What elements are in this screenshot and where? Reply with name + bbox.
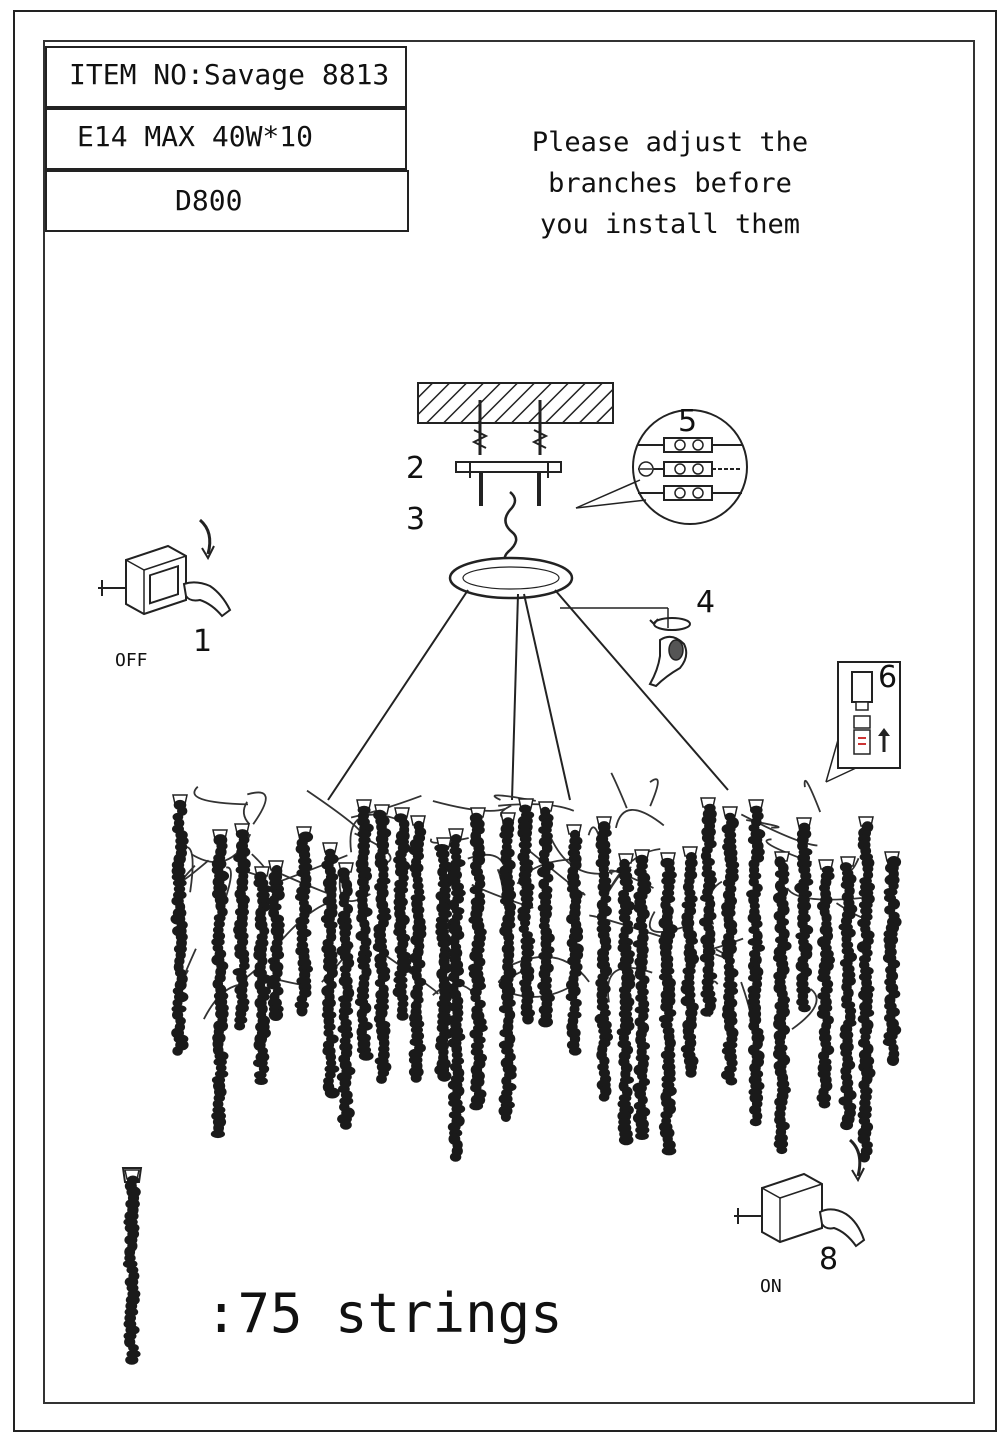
crystal-string: [816, 859, 835, 1109]
crystal-string: [565, 824, 584, 1056]
frame-branch: [193, 786, 249, 806]
bulb-spec-box: E14 MAX 40W*10: [45, 108, 407, 170]
crystal-string: [408, 815, 427, 1083]
crystal-string: [699, 797, 718, 1017]
inner-frame: [43, 40, 975, 1404]
step-5-label: 5: [678, 404, 698, 439]
switch-box-on-icon: [734, 1138, 866, 1248]
frame-branch: [649, 778, 659, 807]
off-label: OFF: [115, 650, 148, 671]
frame-branch: [306, 789, 363, 836]
step-8-label: 8: [819, 1242, 839, 1277]
crystal-string: [616, 853, 636, 1146]
crystal-string: [434, 837, 454, 1082]
hand-screw-icon: [648, 617, 691, 688]
frame-branch: [432, 800, 506, 812]
crystal-string: [632, 849, 652, 1140]
crystal-string: [266, 860, 285, 1021]
bulb-install-icon: [825, 661, 901, 783]
crystal-string: [680, 846, 699, 1078]
ceiling-mount-icon: [417, 382, 614, 568]
crystal-string: [232, 823, 251, 1031]
frame-branch: [648, 911, 693, 933]
crystal-string: [838, 856, 858, 1131]
note-line-3: you install them: [539, 209, 801, 240]
crystal-string: [773, 851, 792, 1155]
crystal-string: [498, 812, 517, 1122]
crystal-string-icon: [121, 1167, 143, 1365]
terminal-block-icon: [575, 409, 748, 525]
step-4-label: 4: [696, 585, 716, 620]
size-box: D800: [45, 170, 409, 232]
crystal-string: [372, 804, 392, 1084]
crystal-string: [446, 828, 466, 1162]
switch-box-off-icon: [98, 518, 232, 618]
crystal-string: [537, 801, 555, 1028]
frame-branch: [378, 950, 439, 995]
frame-branch: [803, 780, 822, 813]
strings-count: :75 strings: [205, 1282, 563, 1345]
crystal-string: [320, 842, 340, 1099]
size-text: D800: [175, 184, 243, 217]
crystal-string: [794, 817, 814, 1013]
crystal-string: [210, 829, 230, 1139]
step-1-label: 1: [193, 624, 213, 659]
canopy-ring: [327, 556, 729, 801]
crystal-string: [170, 794, 189, 1056]
step-6-label: 6: [878, 660, 898, 695]
bulb-spec-text: E14 MAX 40W*10: [77, 120, 314, 153]
frame-branch: [242, 801, 251, 825]
note-line-1: Please adjust the: [531, 127, 809, 158]
crystal-string: [721, 806, 740, 1086]
step-3-label: 3: [406, 502, 426, 537]
item-number-text: ITEM NO:Savage 8813: [69, 58, 390, 91]
frame-branch: [181, 859, 210, 882]
crystal-string: [856, 816, 876, 1163]
step-2-label: 2: [406, 451, 426, 486]
instruction-sheet: [13, 10, 997, 1432]
adjust-note: Please adjust the branches before you in…: [500, 122, 840, 245]
frame-branch: [610, 772, 628, 809]
crystal-string: [594, 816, 613, 1102]
crystal-string: [122, 1169, 141, 1365]
crystal-strings: [170, 794, 902, 1163]
frame-branch: [791, 988, 818, 1030]
crystal-string: [882, 851, 902, 1066]
crystal-string: [746, 799, 766, 1127]
crystal-string: [658, 852, 678, 1156]
crystal-string: [517, 798, 536, 1025]
crystal-string: [354, 799, 374, 1061]
item-number-box: ITEM NO:Savage 8813: [45, 46, 407, 108]
frame-branch: [247, 791, 267, 825]
crystal-string: [294, 826, 314, 1017]
frame-branch: [615, 809, 665, 829]
crystal-string: [468, 807, 488, 1111]
frame-branch: [589, 914, 668, 940]
crystal-string: [336, 862, 356, 1130]
crystal-string: [253, 866, 272, 1085]
crystal-string: [392, 807, 412, 1021]
on-label: ON: [760, 1276, 782, 1297]
note-line-2: branches before: [548, 168, 792, 199]
